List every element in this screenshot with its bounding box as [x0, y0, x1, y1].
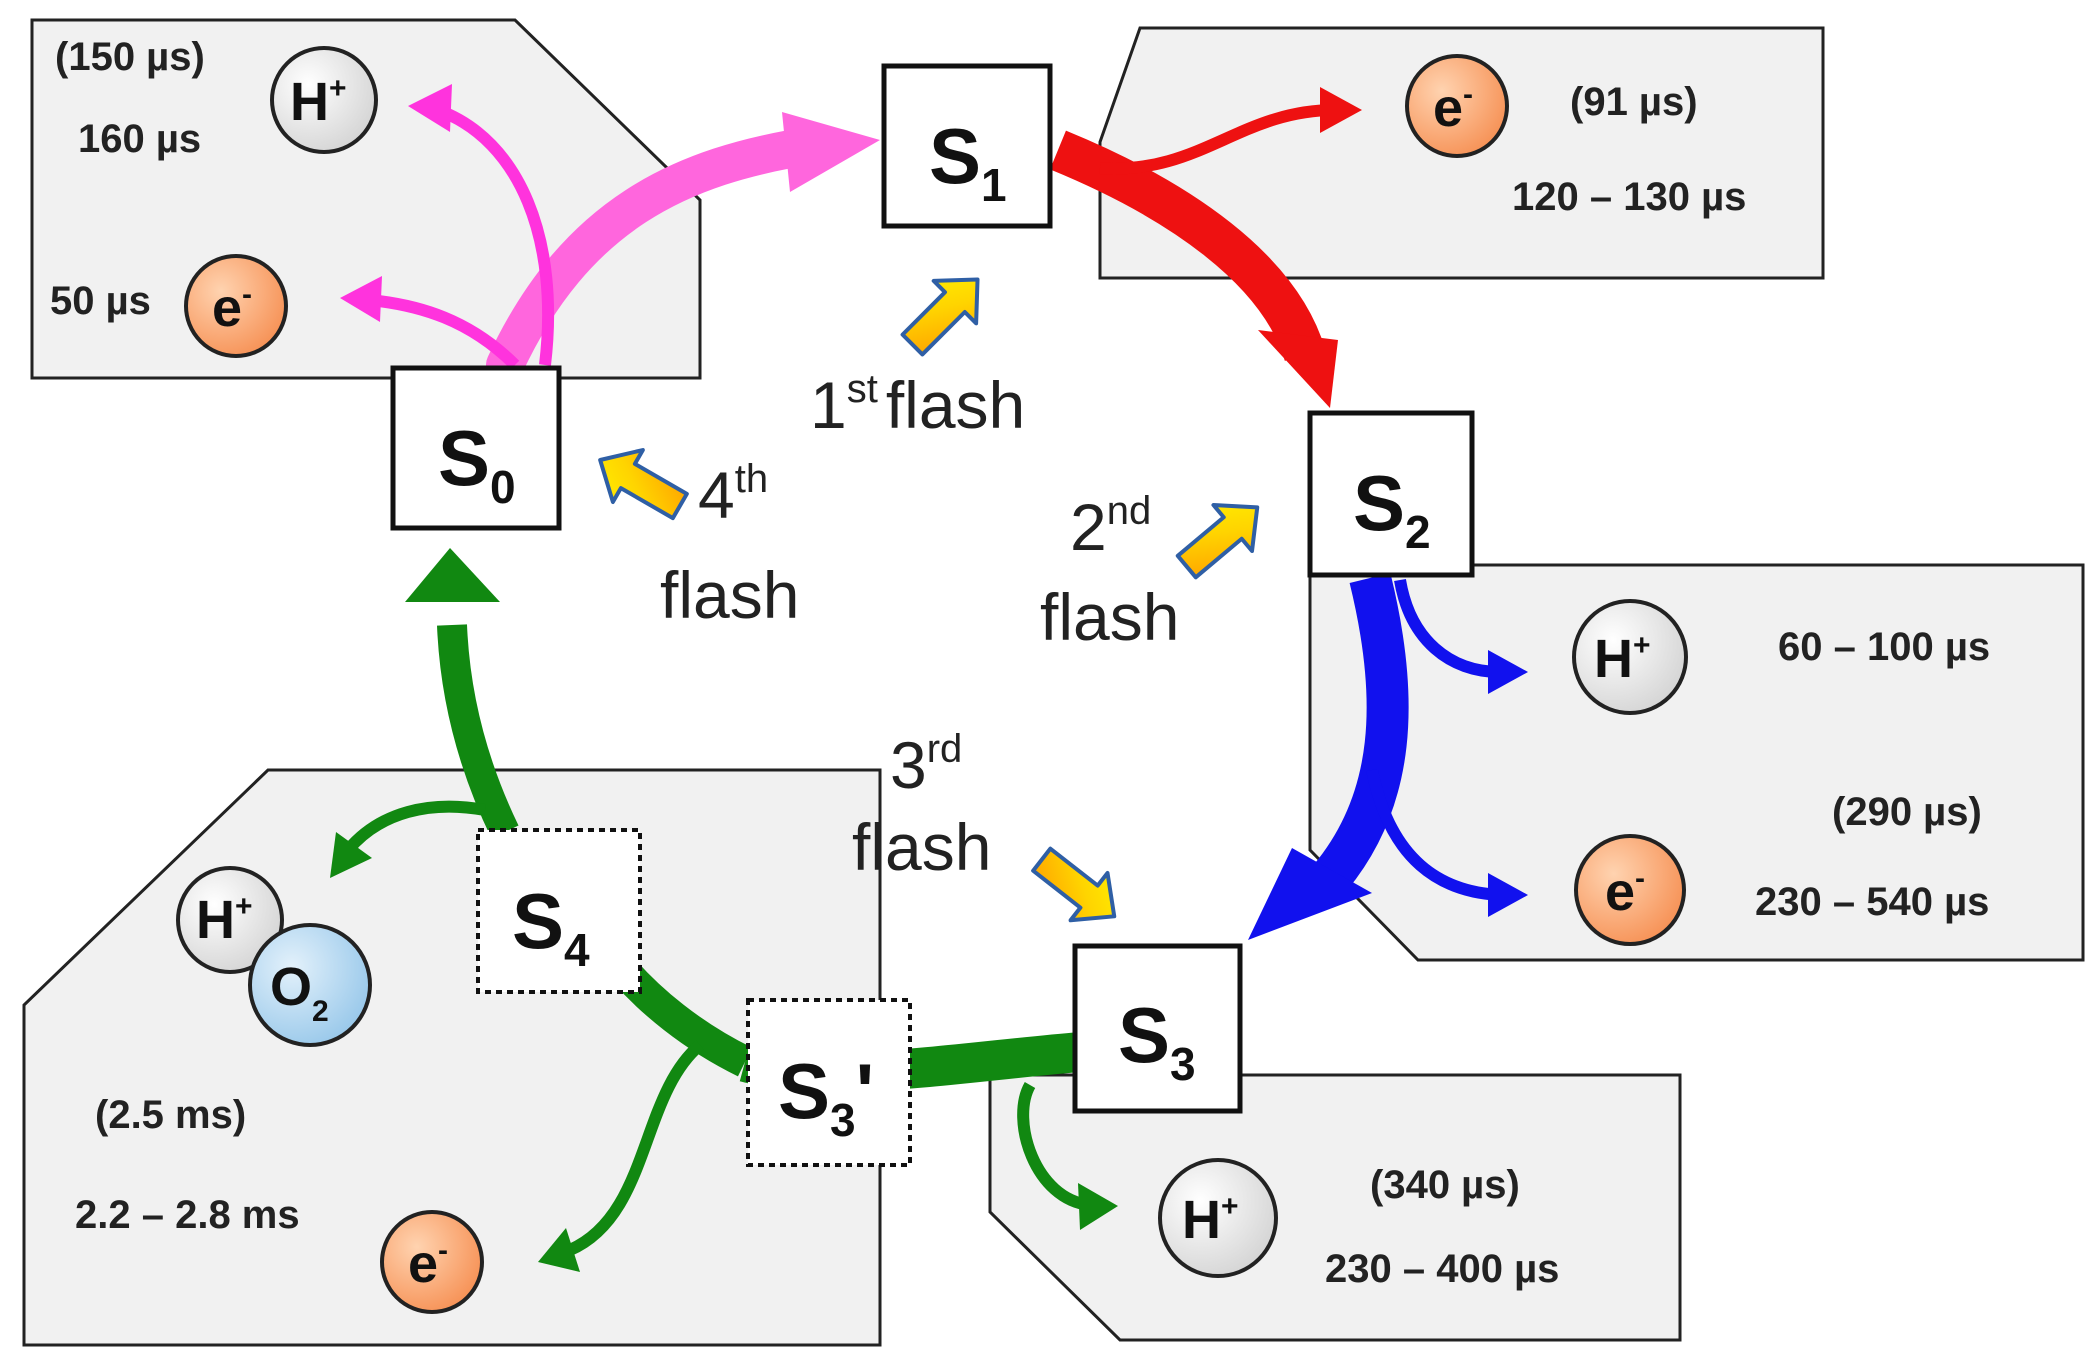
timing-s2-electron-paren: (290 µs): [1832, 790, 1982, 834]
state-s2: S2: [1307, 410, 1475, 578]
electron-s1: e-: [1405, 54, 1509, 158]
electron-s4: e-: [380, 1210, 484, 1314]
state-s3-prime: S3': [746, 998, 912, 1167]
branch-s0-electron: [340, 276, 520, 370]
svg-text:2nd: 2nd: [1070, 489, 1151, 564]
state-s4: S4: [476, 828, 642, 994]
svg-text:e-: e-: [1433, 78, 1473, 138]
svg-text:S3: S3: [1118, 991, 1196, 1090]
branch-s2-electron: [1366, 768, 1528, 917]
transition-s2-s3: [1248, 572, 1409, 940]
branch-s0-proton: [408, 84, 554, 366]
svg-text:e-: e-: [1605, 862, 1645, 922]
timing-s3-proton: 230 – 400 µs: [1325, 1247, 1559, 1291]
electron-s0: e-: [184, 254, 288, 358]
svg-text:e-: e-: [408, 1234, 448, 1294]
branch-s3-proton: [1017, 1082, 1118, 1230]
state-s3: S3: [1072, 943, 1243, 1114]
state-s0: S0: [390, 365, 562, 531]
svg-text:S4: S4: [512, 877, 590, 976]
svg-text:flash: flash: [852, 810, 991, 884]
oxygen-s4: O2: [248, 923, 372, 1047]
svg-text:3rd: 3rd: [890, 727, 962, 802]
svg-text:S0: S0: [438, 414, 516, 513]
svg-text:e-: e-: [212, 278, 252, 338]
flash-arrow-first: [900, 277, 980, 357]
svg-text:flash: flash: [1040, 580, 1179, 654]
flash-arrow-second: [1175, 503, 1260, 580]
label-fourth-flash: 4th flash: [660, 457, 799, 632]
flash-arrow-fourth: [598, 448, 689, 521]
svg-text:flash: flash: [660, 558, 799, 632]
timing-s0-electron: 50 µs: [50, 279, 151, 323]
flash-arrow-third: [1031, 846, 1117, 923]
branch-s1-electron: [1099, 87, 1362, 175]
electron-s2: e-: [1574, 834, 1686, 946]
svg-text:H+: H+: [290, 72, 347, 132]
timing-s4-paren: (2.5 ms): [95, 1093, 246, 1137]
timing-s4-range: 2.2 – 2.8 ms: [75, 1193, 300, 1237]
branch-s2-proton: [1394, 578, 1528, 694]
timing-s1-electron: 120 – 130 µs: [1512, 175, 1746, 219]
timing-s3-proton-paren: (340 µs): [1370, 1163, 1520, 1207]
svg-text:4th: 4th: [698, 457, 768, 532]
transition-s0-s1: [486, 112, 880, 384]
proton-s2: H+: [1572, 599, 1688, 715]
branch-s4-proton-oxygen: [330, 800, 487, 878]
proton-s4: H+: [176, 866, 284, 974]
branch-s3prime-electron: [538, 1040, 704, 1272]
timing-s2-electron: 230 – 540 µs: [1755, 880, 1989, 924]
svg-text:S3': S3': [778, 1047, 874, 1146]
timing-s0-proton: 160 µs: [78, 117, 201, 161]
svg-text:S1: S1: [929, 112, 1007, 211]
svg-text:O2: O2: [270, 957, 329, 1028]
label-second-flash: 2nd flash: [1040, 489, 1179, 654]
svg-text:H+: H+: [196, 890, 253, 950]
timing-s2-proton: 60 – 100 µs: [1778, 625, 1990, 669]
state-s1: S1: [881, 63, 1053, 229]
timing-s1-electron-paren: (91 µs): [1570, 80, 1698, 124]
label-third-flash: 3rd flash: [852, 727, 991, 884]
svg-text:S2: S2: [1353, 459, 1431, 558]
proton-s0: H+: [270, 46, 378, 154]
timing-s0-proton-paren: (150 µs): [55, 35, 205, 79]
svg-text:H+: H+: [1594, 629, 1651, 689]
svg-text:H+: H+: [1182, 1190, 1239, 1250]
proton-s3: H+: [1158, 1158, 1278, 1278]
